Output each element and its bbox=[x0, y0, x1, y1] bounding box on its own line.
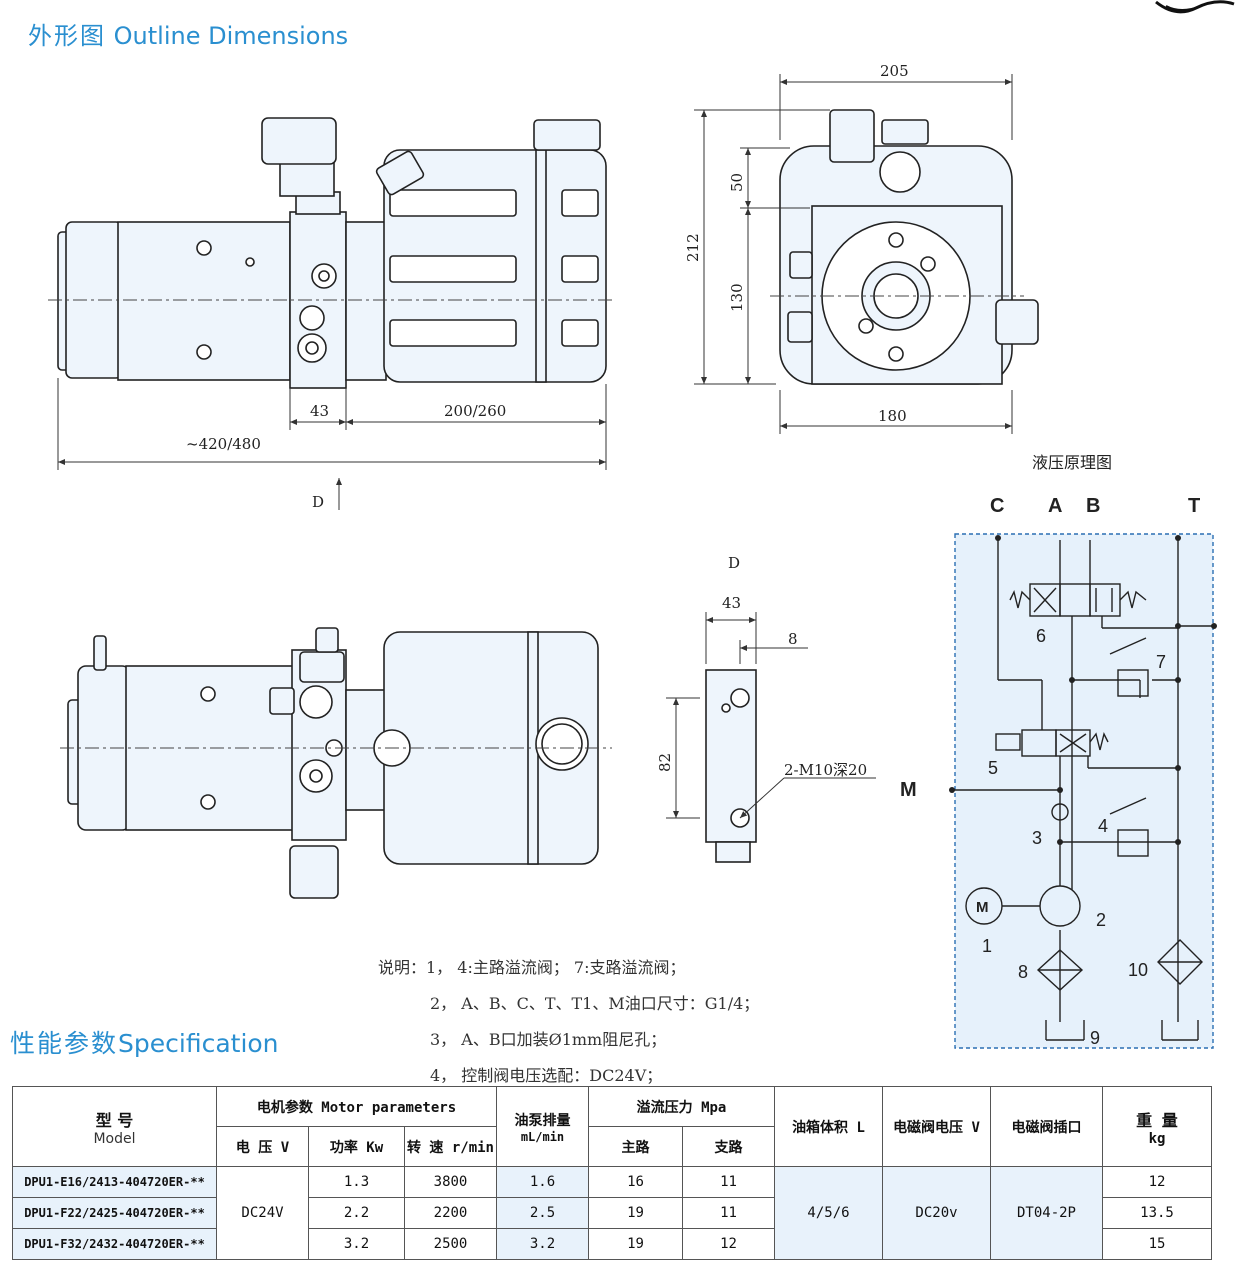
cell-sol-v: DC20v bbox=[882, 1166, 991, 1260]
num-6: 6 bbox=[1036, 626, 1046, 646]
dim-205: 205 bbox=[880, 62, 909, 80]
cell-power: 3.2 bbox=[308, 1228, 405, 1260]
table-row: DPU1-E16/2413-404720ER-** DC24V 1.3 3800… bbox=[12, 1166, 1212, 1260]
cell-pump: 1.6 bbox=[496, 1166, 589, 1198]
num-4: 4 bbox=[1098, 816, 1108, 836]
schematic-lines bbox=[952, 538, 1214, 1041]
dim-8: 8 bbox=[788, 630, 798, 648]
th-sol-p: 电磁阀插口 bbox=[990, 1086, 1103, 1167]
cell-main: 19 bbox=[588, 1228, 683, 1260]
num-3: 3 bbox=[1032, 828, 1042, 848]
cell-weight: 12 bbox=[1102, 1166, 1212, 1198]
th-branch: 支路 bbox=[682, 1126, 775, 1167]
cell-pump: 3.2 bbox=[496, 1228, 589, 1260]
top-view-drawing bbox=[67, 627, 599, 899]
cell-branch: 11 bbox=[682, 1166, 775, 1198]
th-pump-unit: mL/min bbox=[520, 1129, 565, 1144]
table-row: DPU1-F22/2425-404720ER-** 2.2 2200 2.5 1… bbox=[12, 1197, 1212, 1229]
th-sol-v: 电磁阀电压 V bbox=[882, 1086, 991, 1167]
th-pump-label: 油泵排量 bbox=[514, 1112, 571, 1129]
cell-voltage: DC24V bbox=[216, 1166, 309, 1260]
cell-main: 16 bbox=[588, 1166, 683, 1198]
note-3: 3， A、B口加装Ø1mm阻尼孔； bbox=[430, 1030, 667, 1049]
port-m: M bbox=[900, 779, 917, 801]
note-2: 2， A、B、C、T、T1、M油口尺寸：G1/4； bbox=[430, 994, 760, 1013]
outline-heading-zh: 外形图 bbox=[28, 22, 106, 50]
cell-power: 1.3 bbox=[308, 1166, 405, 1198]
cell-main: 19 bbox=[588, 1197, 683, 1229]
num-10: 10 bbox=[1128, 960, 1148, 980]
th-weight-label: 重 量 bbox=[1136, 1110, 1178, 1130]
cell-model: DPU1-F22/2425-404720ER-** bbox=[12, 1197, 217, 1229]
dim-43: 43 bbox=[310, 402, 329, 420]
cell-model: DPU1-F32/2432-404720ER-** bbox=[12, 1228, 217, 1260]
dim-212: 212 bbox=[684, 233, 702, 262]
spec-heading-zh: 性能参数 bbox=[10, 1029, 119, 1058]
schematic-title: 液压原理图 bbox=[1032, 453, 1112, 472]
cell-weight: 13.5 bbox=[1102, 1197, 1212, 1229]
schematic-panel bbox=[954, 533, 1214, 1049]
dim-43b: 43 bbox=[722, 594, 741, 612]
port-a: A bbox=[1048, 495, 1062, 517]
note-4: 4， 控制阀电压选配：DC24V； bbox=[430, 1066, 663, 1085]
th-voltage: 电 压 V bbox=[216, 1126, 309, 1167]
outline-heading: 外形图 Outline Dimensions bbox=[28, 16, 348, 51]
th-main: 主路 bbox=[588, 1126, 683, 1167]
dim-200-260: 200/260 bbox=[444, 402, 506, 420]
cell-speed: 3800 bbox=[404, 1166, 497, 1198]
num-2: 2 bbox=[1096, 910, 1106, 930]
dim-180: 180 bbox=[878, 407, 907, 425]
th-weight-unit: kg bbox=[1148, 1130, 1166, 1147]
num-8: 8 bbox=[1018, 962, 1028, 982]
notes-block: 说明：1， 4:主路溢流阀； 7:支路溢流阀； 2， A、B、C、T、T1、M油… bbox=[378, 950, 759, 1094]
th-model-zh: 型 号 bbox=[95, 1110, 134, 1130]
view-d2-label: D bbox=[728, 554, 740, 572]
port-t: T bbox=[1188, 495, 1200, 517]
thread-label: 2-M10深20 bbox=[784, 761, 867, 779]
cell-sol-p: DT04-2P bbox=[990, 1166, 1103, 1260]
th-model-en: Model bbox=[93, 1130, 136, 1147]
num-5: 5 bbox=[988, 758, 998, 778]
table-row: DPU1-F32/2432-404720ER-** 3.2 2500 3.2 1… bbox=[12, 1228, 1212, 1260]
th-motor: 电机参数 Motor parameters bbox=[216, 1086, 497, 1127]
port-c: C bbox=[990, 495, 1004, 517]
cell-model: DPU1-E16/2413-404720ER-** bbox=[12, 1166, 217, 1198]
cell-tank: 4/5/6 bbox=[774, 1166, 883, 1260]
num-7: 7 bbox=[1156, 652, 1166, 672]
num-1: 1 bbox=[982, 936, 992, 956]
spec-heading: 性能参数Specification bbox=[10, 1024, 279, 1060]
view-d-label: D bbox=[312, 493, 324, 511]
brand-logo-icon bbox=[1155, 0, 1235, 14]
th-relief: 溢流压力 Mpa bbox=[588, 1086, 775, 1127]
cell-speed: 2500 bbox=[404, 1228, 497, 1260]
dim-130: 130 bbox=[728, 283, 746, 312]
port-b: B bbox=[1086, 495, 1100, 517]
dim-420-480: ~420/480 bbox=[186, 435, 261, 453]
spec-heading-en: Specification bbox=[118, 1029, 279, 1058]
cell-branch: 12 bbox=[682, 1228, 775, 1260]
th-speed: 转 速 r/min bbox=[404, 1126, 497, 1167]
cell-weight: 15 bbox=[1102, 1228, 1212, 1260]
block-detail-drawing bbox=[705, 669, 757, 863]
th-tank: 油箱体积 L bbox=[774, 1086, 883, 1167]
note-1: 说明：1， 4:主路溢流阀； 7:支路溢流阀； bbox=[378, 958, 686, 977]
cell-speed: 2200 bbox=[404, 1197, 497, 1229]
dim-50: 50 bbox=[728, 173, 746, 192]
outline-heading-en: Outline Dimensions bbox=[113, 22, 349, 50]
schematic-junctions bbox=[949, 535, 1217, 845]
side-view-drawing bbox=[779, 109, 1039, 385]
th-power: 功率 Kw bbox=[308, 1126, 405, 1167]
num-9: 9 bbox=[1090, 1028, 1100, 1048]
motor-symbol-label: M bbox=[976, 899, 989, 916]
cell-branch: 11 bbox=[682, 1197, 775, 1229]
cell-power: 2.2 bbox=[308, 1197, 405, 1229]
dim-82: 82 bbox=[656, 753, 674, 772]
front-view-drawing bbox=[57, 117, 607, 389]
cell-pump: 2.5 bbox=[496, 1197, 589, 1229]
